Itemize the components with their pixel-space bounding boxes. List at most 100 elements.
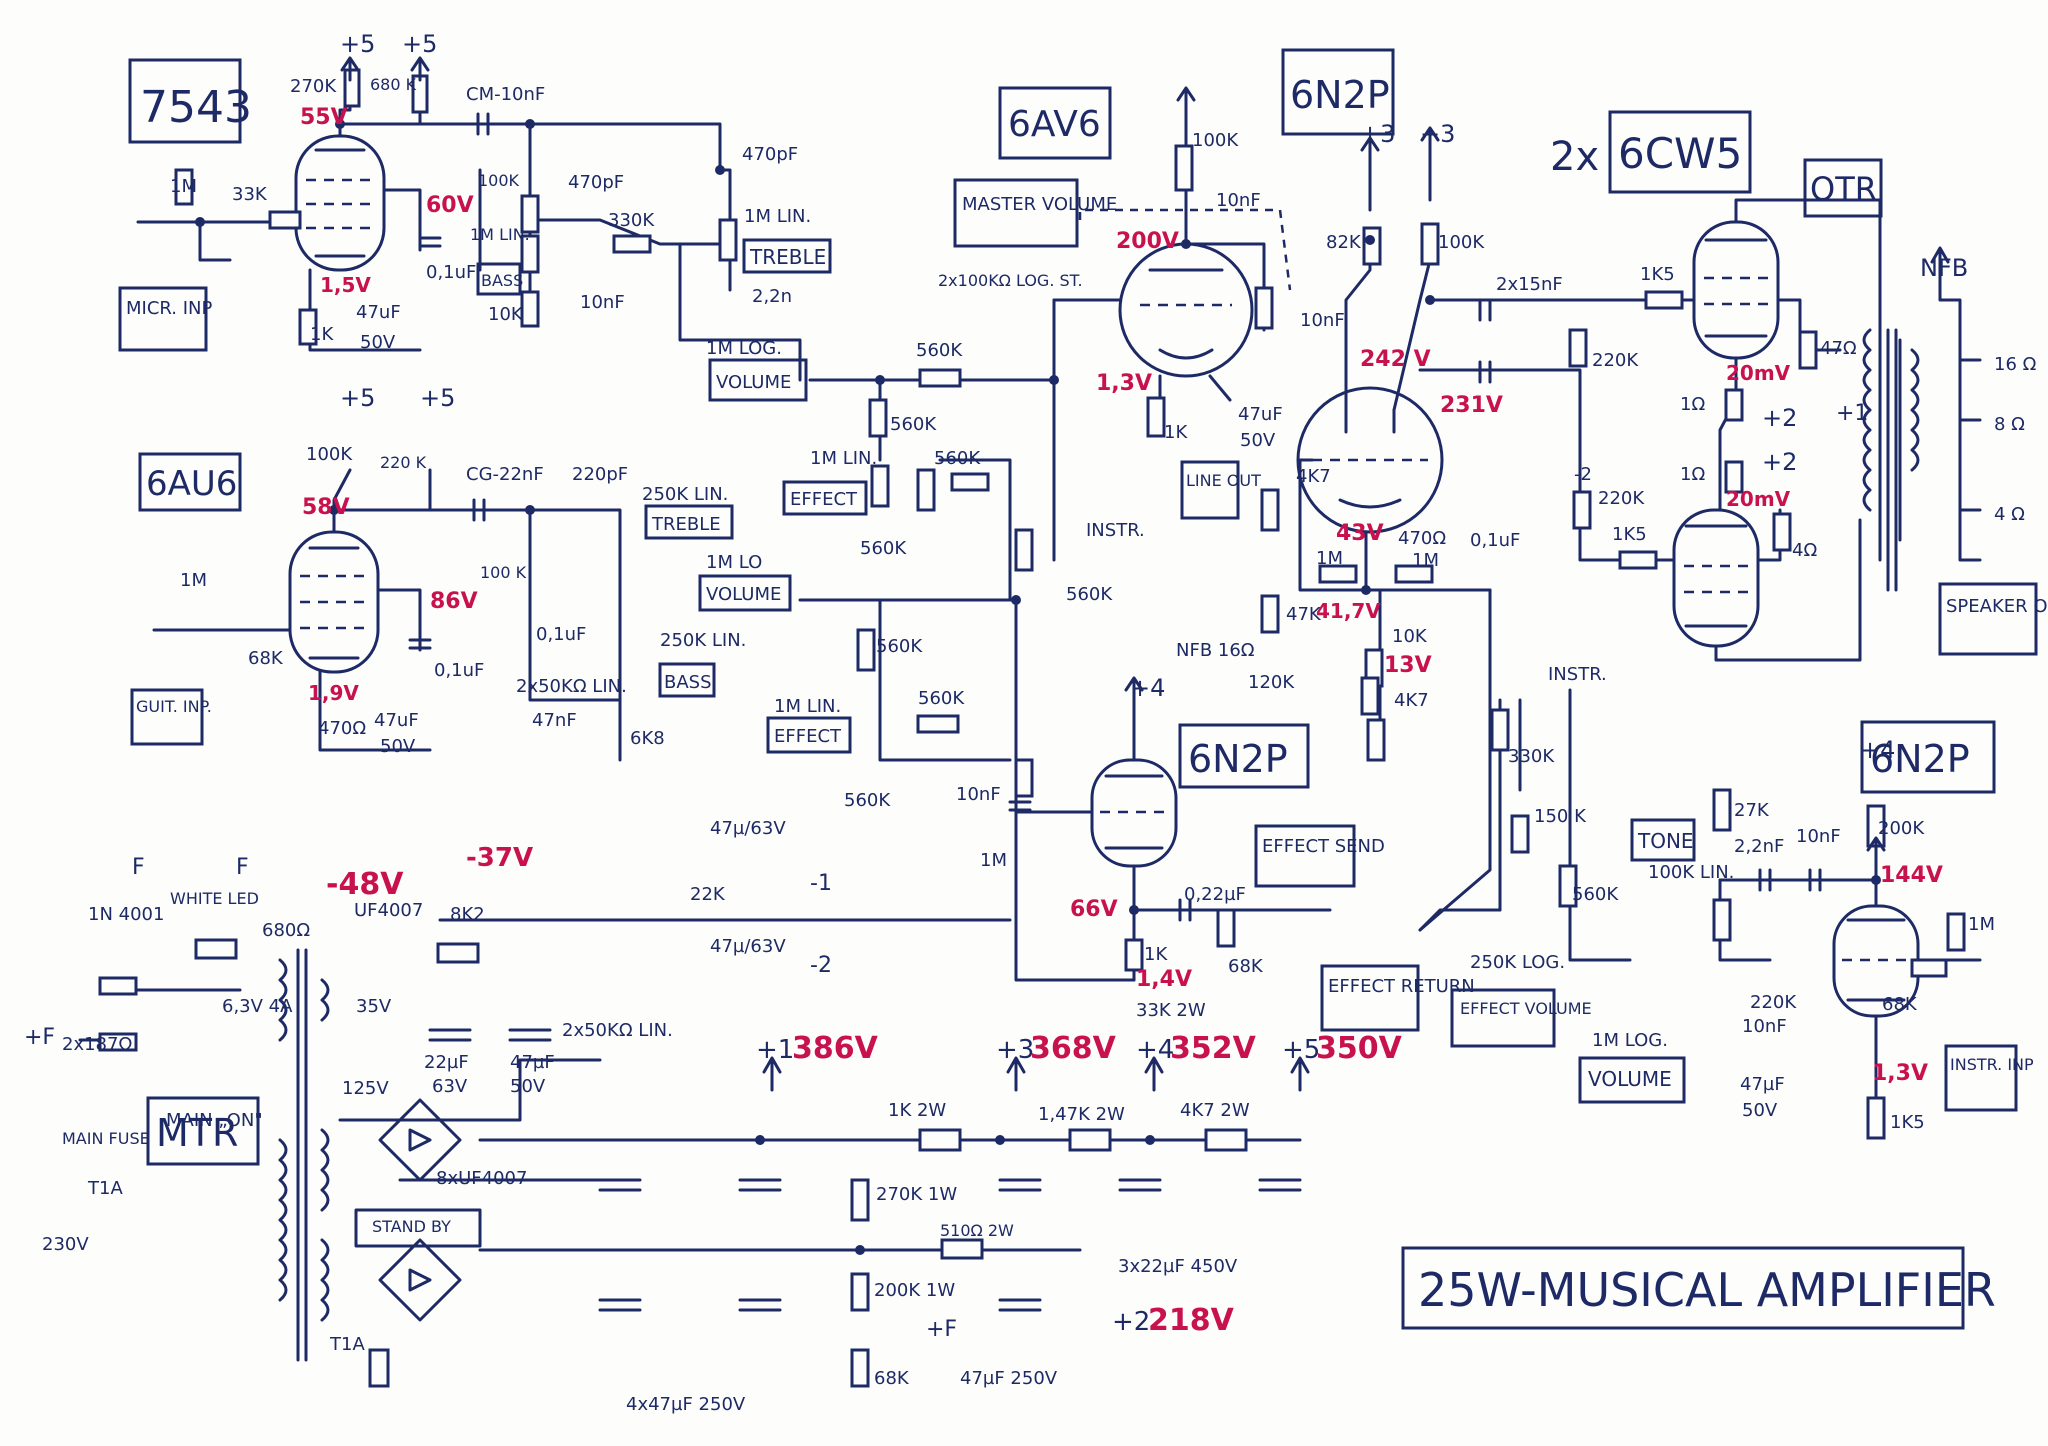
label: 68K <box>1228 956 1264 977</box>
voltage-label: 20mV <box>1726 361 1791 385</box>
component-labels: +5 +5 270K 680 K CM-10nF 470pF 1M 33K 10… <box>24 30 2037 1415</box>
label: +F <box>926 1317 957 1342</box>
label: 270K 1W <box>876 1184 957 1205</box>
resistor <box>1124 938 1144 972</box>
resistor <box>1568 328 1588 368</box>
label: 10nF <box>1300 310 1345 331</box>
label: 1K5 <box>1640 264 1675 285</box>
label: 470Ω <box>1398 528 1446 549</box>
label: MAIN „ON" <box>166 1110 263 1131</box>
resistor <box>870 464 890 508</box>
label: 1K <box>1164 422 1188 443</box>
resistor <box>520 234 540 274</box>
label: 510Ω 2W <box>940 1221 1014 1240</box>
resistor <box>850 1272 870 1312</box>
label: 0,22µF <box>1184 884 1246 905</box>
label: 1M <box>1316 548 1343 569</box>
voltage-label: 41,7V <box>1316 599 1381 623</box>
label: 10K <box>488 304 524 325</box>
label: 6K8 <box>630 728 665 749</box>
label: 10nF <box>1216 190 1261 211</box>
mtr-label: MTR <box>156 1111 238 1155</box>
label: 50V <box>1742 1100 1778 1121</box>
label: 100 K <box>480 563 527 582</box>
otr-label: OTR <box>1810 170 1877 208</box>
label: -2 <box>810 953 832 978</box>
label: 4K7 2W <box>1180 1100 1250 1121</box>
bass1-box <box>476 262 522 296</box>
label: +5 <box>420 384 455 412</box>
label: 35V <box>356 996 392 1017</box>
resistor <box>436 942 480 964</box>
resistor <box>718 218 738 262</box>
label: 1M LO <box>706 552 762 573</box>
label: 0,1uF <box>536 624 586 645</box>
label: 270K <box>290 76 337 97</box>
label: +3 <box>1420 120 1455 148</box>
resistor <box>1644 290 1684 310</box>
components <box>98 68 1966 1388</box>
label: 1M <box>980 850 1007 871</box>
resistor <box>918 368 962 388</box>
bass2-label: BASS <box>664 672 712 693</box>
label: +5 <box>340 384 375 412</box>
tube-box-6n2p-b <box>1178 723 1310 789</box>
label: 22K <box>690 884 726 905</box>
tube-6au6 <box>288 530 380 674</box>
voltage-label: 60V <box>426 193 474 218</box>
line-out-box <box>1180 460 1240 520</box>
tube-6cw5-upper <box>1692 220 1780 360</box>
resistor <box>1146 396 1166 438</box>
label: 680 K <box>370 75 417 94</box>
label: 2x100KΩ LOG. ST. <box>938 271 1083 290</box>
label: 0,1uF <box>434 660 484 681</box>
label: 1K <box>310 324 334 345</box>
resistor <box>1712 788 1732 832</box>
voltage-label: 13V <box>1384 653 1432 678</box>
tube-box-6av6 <box>998 86 1112 160</box>
rectifier-bridges <box>354 1098 482 1322</box>
treble2-label: TREBLE <box>651 514 721 535</box>
voltage-label: 1,9V <box>308 681 359 705</box>
label: 150 K <box>1534 806 1587 827</box>
tube-label-6cw5: 6CW5 <box>1618 129 1742 178</box>
volume2-box <box>698 574 792 612</box>
resistor <box>1260 488 1280 532</box>
label: 220pF <box>572 464 628 485</box>
guit-inp-label: GUIT. INP. <box>136 697 212 716</box>
voltage-label: 20mV <box>1726 487 1791 511</box>
tube-label-7543: 7543 <box>140 82 252 133</box>
voltage-label: 144V <box>1880 863 1943 888</box>
voltage-label: 200V <box>1116 229 1179 254</box>
micr-inp-label: MICR. INP <box>126 298 212 319</box>
effect-volume-label: EFFECT VOLUME <box>1460 999 1592 1018</box>
master-volume-label: MASTER VOLUME <box>962 194 1117 215</box>
voltage-label: 58V <box>302 495 350 520</box>
label: 680Ω <box>262 920 310 941</box>
volume1-label: VOLUME <box>716 372 791 393</box>
label: 1M LIN. <box>810 448 877 469</box>
voltage-annotations: 55V 60V 1,5V 58V 86V 1,9V 200V 1,3V 242 … <box>300 105 1943 1338</box>
effect1-box <box>782 480 868 516</box>
resistor <box>850 1178 870 1222</box>
label: 0,1uF <box>1470 530 1520 551</box>
label: 560K <box>860 538 907 559</box>
resistor <box>950 472 990 492</box>
tube-label-6n2p-c: 6N2P <box>1870 737 1970 781</box>
effect1-label: EFFECT <box>790 489 858 510</box>
label: 47µ/63V <box>710 936 786 957</box>
label: +4 <box>1136 1035 1174 1065</box>
label: 33K <box>232 184 268 205</box>
label: 10nF <box>580 292 625 313</box>
resistor <box>1618 550 1658 570</box>
label: +1 <box>1836 401 1868 426</box>
label: 1M <box>170 176 197 197</box>
label: 250K LIN. <box>660 630 746 651</box>
resistor <box>1558 864 1578 908</box>
label: +2 <box>1762 448 1797 476</box>
label: 250K LIN. <box>642 484 728 505</box>
effect2-label: EFFECT <box>774 726 842 747</box>
label: F <box>236 855 249 880</box>
junction-dots <box>195 119 1881 1255</box>
label: 8xUF4007 <box>436 1168 527 1189</box>
